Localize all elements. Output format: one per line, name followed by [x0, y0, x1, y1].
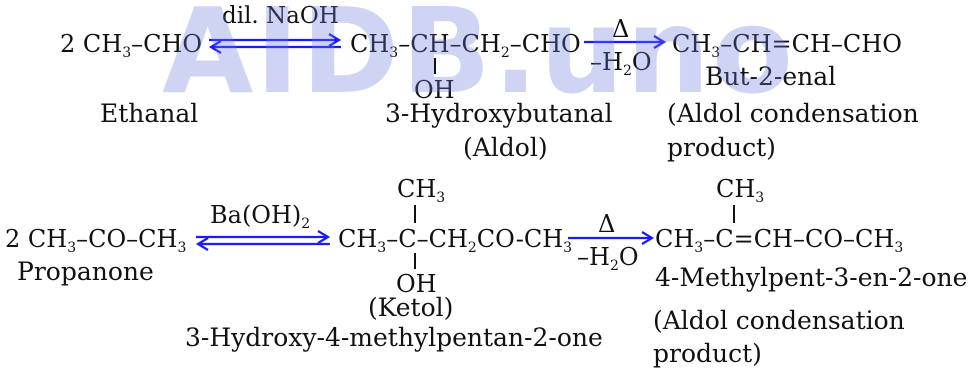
r2-product-formula: CH3–C=CH–CO–CH3	[655, 225, 904, 256]
r2-product-methyl-bond	[733, 205, 735, 223]
r2-ketol-name: 3-Hydroxy-4-methylpentan-2-one	[185, 323, 603, 352]
r2-ketol-methyl: CH3	[397, 175, 446, 206]
r2-product-name: 4-Methylpent-3-en-2-one	[655, 263, 968, 292]
r2-dehydration-arrow	[568, 231, 655, 245]
r1-product-tag-line2: product)	[667, 133, 776, 162]
r1-aldol-formula: CH3–CH–CH2–CHO	[350, 30, 581, 61]
r2-heat-label: Δ	[598, 210, 616, 238]
r1-water-loss-label: –H2O	[590, 48, 652, 79]
r2-ketol-formula: CH3–C–CH2CO-CH3	[338, 225, 573, 256]
r1-product-tag-line1: (Aldol condensation	[667, 99, 919, 128]
r1-heat-label: Δ	[612, 15, 630, 43]
r1-reagent-label: dil. NaOH	[222, 3, 339, 29]
r1-equilibrium-arrow	[208, 33, 342, 54]
r2-reactant-name: Propanone	[17, 257, 154, 286]
r2-water-loss-label: –H2O	[577, 243, 639, 274]
r2-reactant-formula: 2 CH3–CO–CH3	[5, 225, 187, 256]
r1-reactant-name: Ethanal	[100, 99, 199, 128]
r1-product-formula: CH3–CH=CH–CHO	[672, 30, 902, 61]
r1-aldol-oh-bond	[434, 58, 436, 74]
r2-product-methyl: CH3	[716, 175, 765, 206]
r2-ketol-oh: OH	[396, 270, 437, 298]
r2-equilibrium-arrow	[195, 230, 331, 251]
r2-ketol-tag: (Ketol)	[368, 293, 454, 322]
r2-ketol-oh-bond	[414, 253, 416, 269]
r2-ketol-methyl-bond	[414, 205, 416, 223]
r2-product-tag-line2: product)	[653, 339, 762, 368]
r2-reagent-label: Ba(OH)2	[210, 201, 311, 232]
r1-dehydration-arrow	[584, 35, 667, 49]
r1-aldol-oh: OH	[414, 76, 455, 104]
r1-aldol-tag: (Aldol)	[463, 133, 548, 162]
watermark: AIDB.uno	[162, 0, 796, 120]
r2-product-tag-line1: (Aldol condensation	[653, 306, 905, 335]
r1-product-name: But-2-enal	[705, 62, 837, 91]
r1-aldol-name: 3-Hydroxybutanal	[385, 99, 613, 128]
r1-reactant-formula: 2 CH3–CHO	[60, 30, 203, 61]
